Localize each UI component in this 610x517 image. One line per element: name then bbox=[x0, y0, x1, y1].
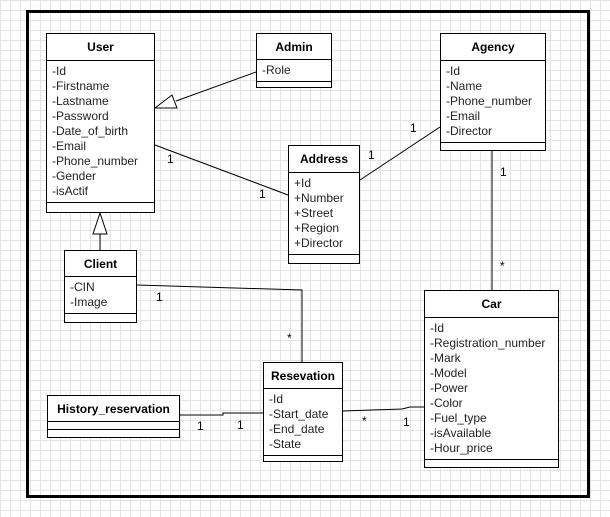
attribute: +Region bbox=[294, 221, 340, 235]
reservation-attributes: -Id -Start_date -End_date -State bbox=[264, 389, 342, 456]
attribute: -Model bbox=[430, 366, 467, 380]
attribute: -Director bbox=[446, 124, 493, 138]
reservation-class[interactable]: Resevation -Id -Start_date -End_date -St… bbox=[263, 362, 343, 462]
multiplicity-label: * bbox=[287, 331, 292, 345]
history-reservation-association bbox=[180, 412, 263, 416]
history-attributes bbox=[48, 422, 179, 430]
car-class[interactable]: Car -Id -Registration_number -Mark -Mode… bbox=[424, 290, 559, 468]
multiplicity-label: 1 bbox=[167, 152, 174, 166]
attribute: -Phone_number bbox=[52, 154, 139, 168]
attribute: -isActif bbox=[52, 184, 88, 198]
class-name: Admin bbox=[257, 34, 331, 60]
attribute: +Id bbox=[294, 176, 312, 190]
attribute: -isAvailable bbox=[430, 426, 492, 440]
attribute: -Id bbox=[446, 64, 461, 78]
attribute: -Date_of_birth bbox=[52, 124, 129, 138]
attribute: -State bbox=[269, 437, 302, 451]
attribute: -CIN bbox=[70, 280, 95, 294]
multiplicity-label: 1 bbox=[197, 419, 204, 433]
attribute: -End_date bbox=[269, 422, 325, 436]
class-name: Car bbox=[425, 291, 558, 318]
attribute: -Power bbox=[430, 381, 469, 395]
client-user-generalization-arrow bbox=[92, 211, 108, 235]
attribute: -Role bbox=[262, 63, 291, 77]
multiplicity-label: * bbox=[362, 414, 367, 428]
multiplicity-label: 1 bbox=[403, 415, 410, 429]
class-name: Resevation bbox=[264, 363, 342, 389]
user-address-association bbox=[154, 144, 289, 196]
attribute: -Password bbox=[52, 109, 109, 123]
attribute: -Lastname bbox=[52, 94, 109, 108]
car-attributes: -Id -Registration_number -Mark -Model -P… bbox=[425, 318, 558, 460]
class-name: Address bbox=[289, 146, 359, 173]
multiplicity-label: * bbox=[500, 259, 505, 273]
attribute: -Id bbox=[269, 392, 284, 406]
address-agency-association bbox=[359, 126, 441, 181]
attribute: -Id bbox=[52, 64, 67, 78]
agency-class[interactable]: Agency -Id -Name -Phone_number -Email -D… bbox=[440, 33, 546, 151]
client-reservation-association bbox=[136, 284, 303, 362]
admin-user-generalization-arrow bbox=[153, 94, 178, 109]
attribute: -Gender bbox=[52, 169, 97, 183]
attribute: +Number bbox=[294, 191, 344, 205]
attribute: +Street bbox=[294, 206, 334, 220]
multiplicity-label: 1 bbox=[410, 121, 417, 135]
diagram-frame bbox=[26, 10, 590, 498]
attribute: -Name bbox=[446, 79, 483, 93]
class-name: User bbox=[47, 34, 154, 61]
attribute: -Hour_price bbox=[430, 441, 493, 455]
multiplicity-label: 1 bbox=[237, 418, 244, 432]
attribute: -Email bbox=[52, 139, 87, 153]
admin-attributes: -Role bbox=[257, 60, 331, 82]
admin-class[interactable]: Admin -Role bbox=[256, 33, 332, 88]
client-attributes: -CIN -Image bbox=[65, 277, 136, 314]
attribute: -Registration_number bbox=[430, 336, 546, 350]
admin-user-generalization-line bbox=[175, 71, 257, 102]
multiplicity-label: 1 bbox=[368, 148, 375, 162]
client-class[interactable]: Client -CIN -Image bbox=[64, 250, 137, 323]
attribute: -Phone_number bbox=[446, 94, 533, 108]
attribute: -Email bbox=[446, 109, 481, 123]
attribute: -Image bbox=[70, 295, 108, 309]
address-attributes: +Id +Number +Street +Region +Director bbox=[289, 173, 359, 255]
attribute: +Director bbox=[294, 236, 344, 250]
reservation-car-association bbox=[342, 406, 424, 412]
user-class[interactable]: User -Id -Firstname -Lastname -Password … bbox=[46, 33, 155, 213]
attribute: -Start_date bbox=[269, 407, 329, 421]
attribute: -Color bbox=[430, 396, 463, 410]
attribute: -Firstname bbox=[52, 79, 110, 93]
class-name: Agency bbox=[441, 34, 545, 61]
attribute: -Mark bbox=[430, 351, 461, 365]
multiplicity-label: 1 bbox=[259, 187, 266, 201]
attribute: -Fuel_type bbox=[430, 411, 487, 425]
address-class[interactable]: Address +Id +Number +Street +Region +Dir… bbox=[288, 145, 360, 264]
history-reservation-class[interactable]: History_reservation bbox=[47, 395, 180, 438]
agency-attributes: -Id -Name -Phone_number -Email -Director bbox=[441, 61, 545, 143]
multiplicity-label: 1 bbox=[156, 290, 163, 304]
attribute: -Id bbox=[430, 321, 445, 335]
class-name: History_reservation bbox=[48, 396, 179, 422]
user-attributes: -Id -Firstname -Lastname -Password -Date… bbox=[47, 61, 154, 203]
multiplicity-label: 1 bbox=[500, 165, 507, 179]
class-name: Client bbox=[65, 251, 136, 277]
